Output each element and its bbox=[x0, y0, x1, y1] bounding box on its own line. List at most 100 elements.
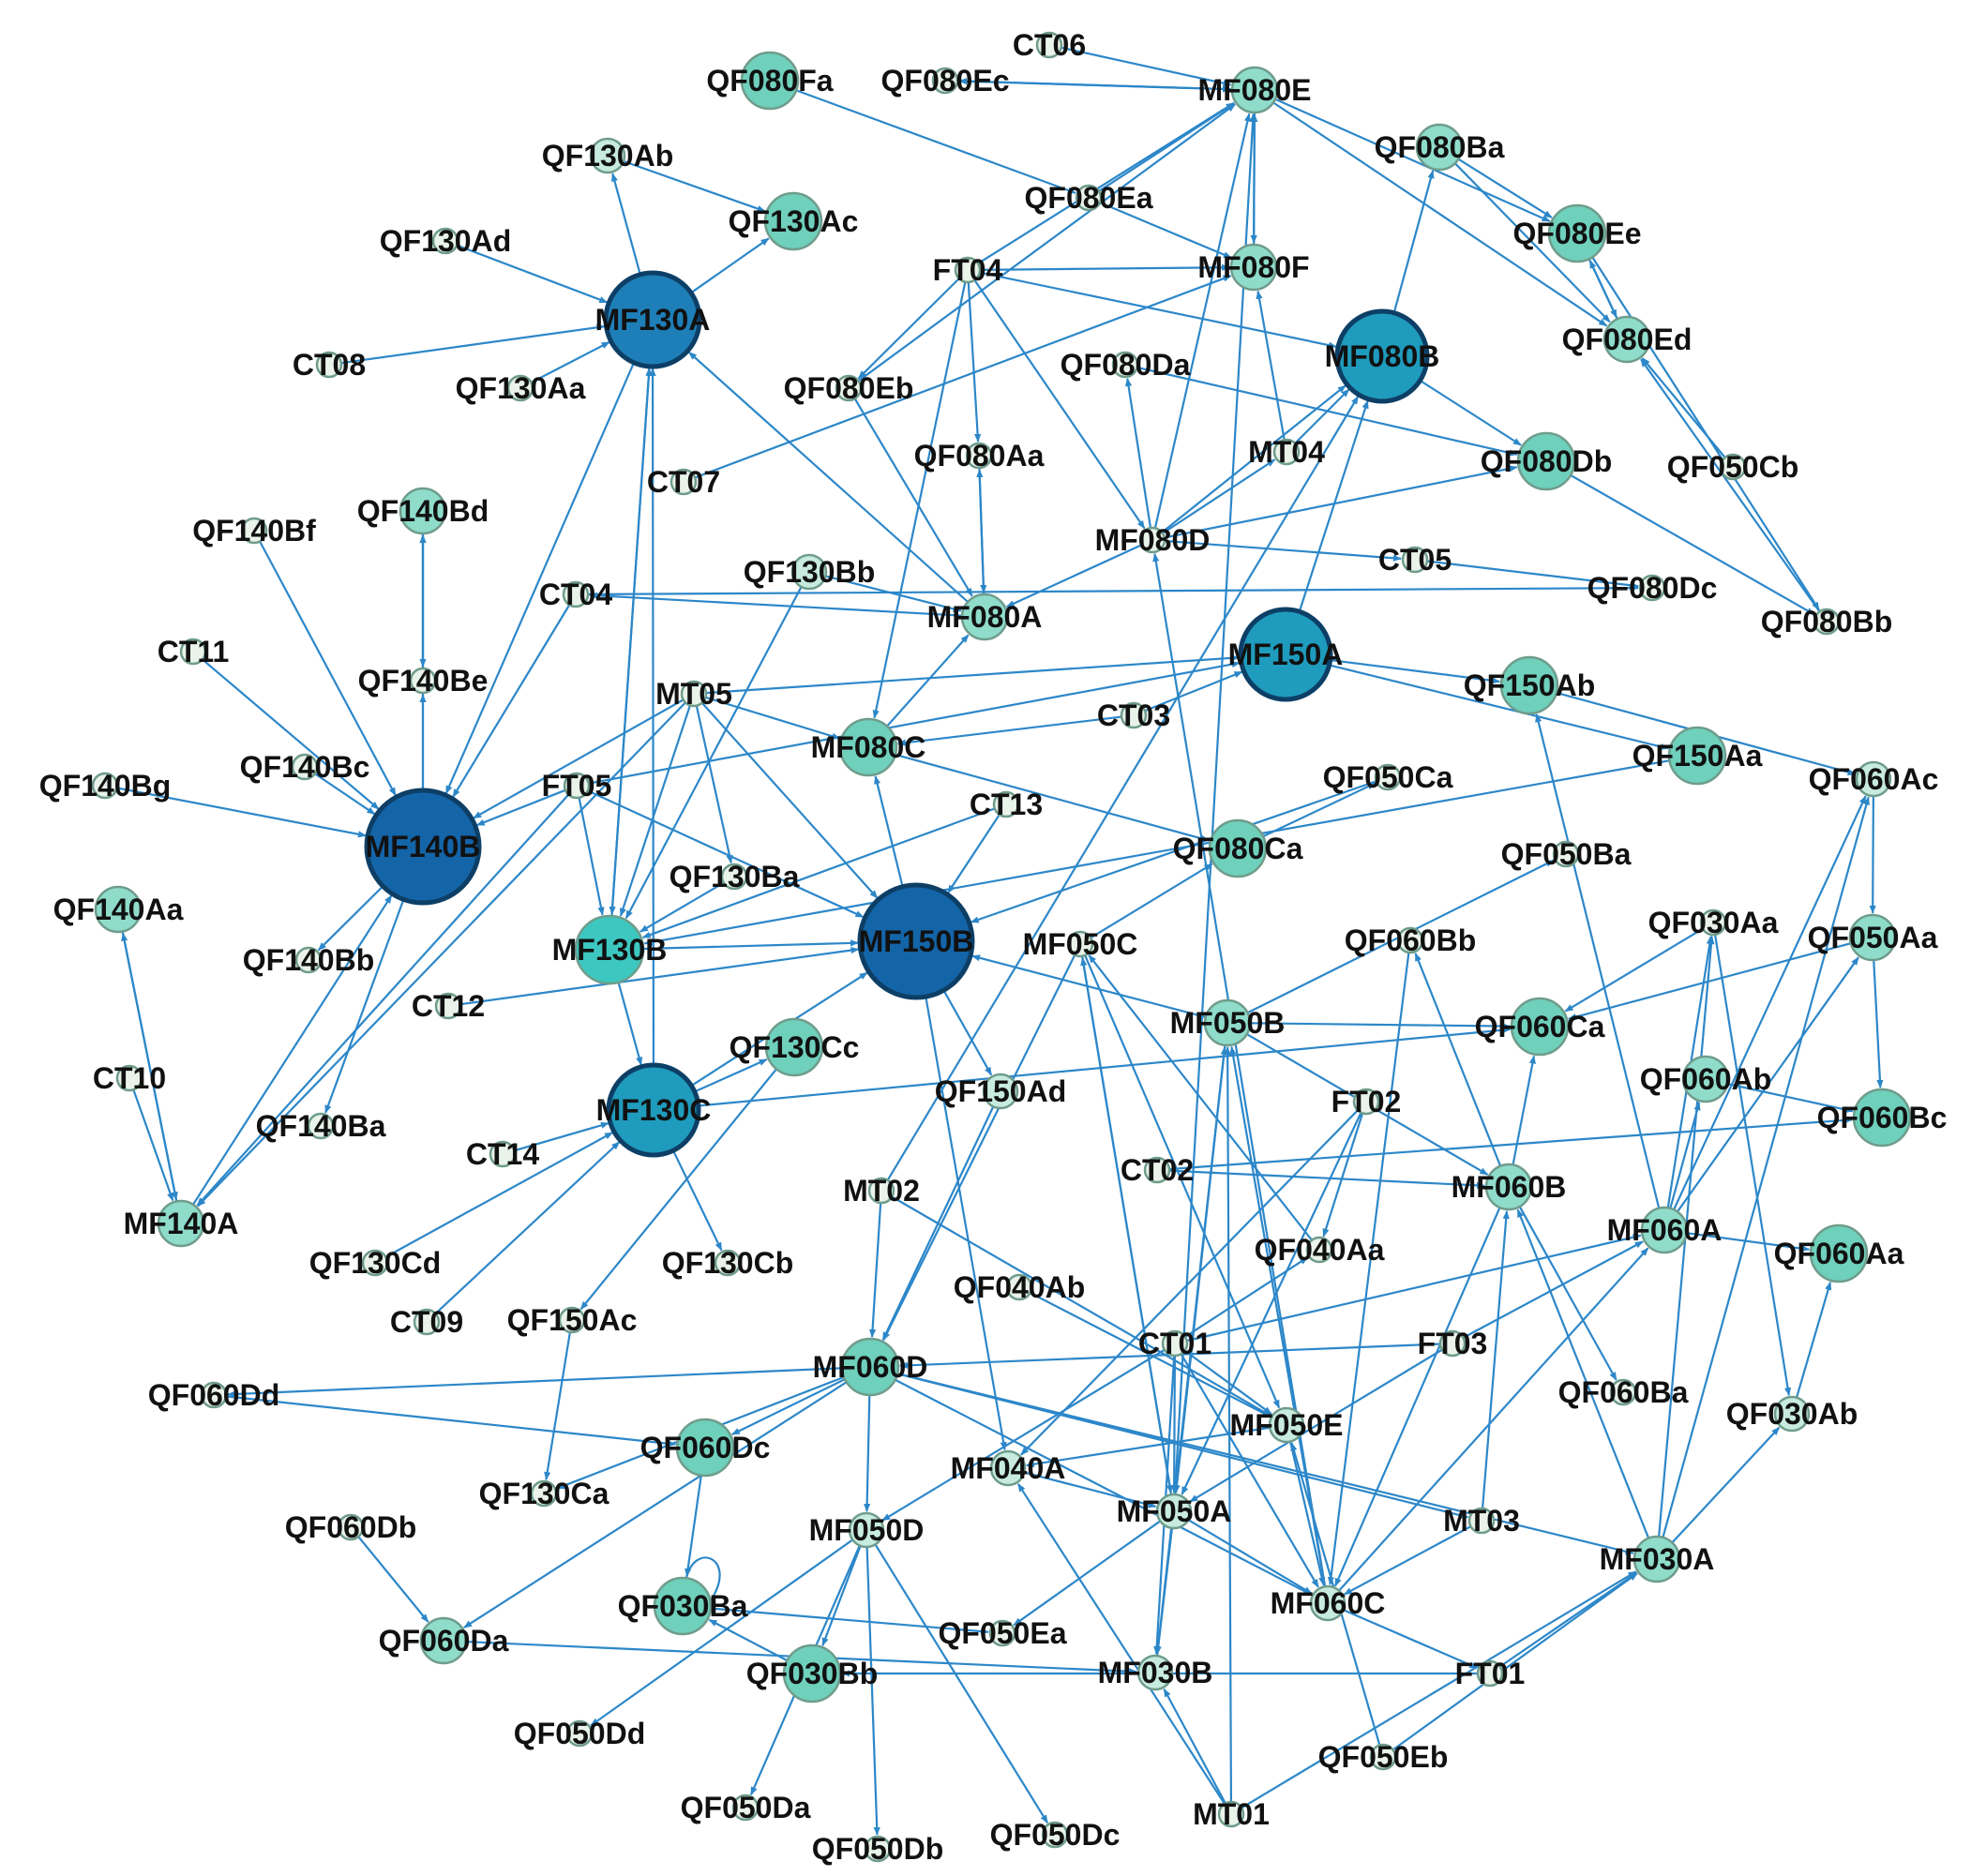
node-QF030Ab[interactable]: QF030Ab bbox=[1726, 1395, 1858, 1433]
node-QF130Ac[interactable]: QF130Ac bbox=[729, 191, 859, 251]
node-QF130Ba[interactable]: QF130Ba bbox=[670, 860, 800, 893]
node-QF050Eb[interactable]: QF050Eb bbox=[1318, 1740, 1449, 1774]
node-MT01[interactable]: MT01 bbox=[1193, 1797, 1270, 1831]
node-FT03[interactable]: FT03 bbox=[1418, 1327, 1488, 1360]
node-CT01[interactable]: CT01 bbox=[1138, 1327, 1211, 1360]
node-MF080C[interactable]: MF080C bbox=[811, 717, 926, 777]
node-QF140Bb[interactable]: QF140Bb bbox=[243, 943, 374, 977]
node-QF050Ca[interactable]: QF050Ca bbox=[1323, 760, 1453, 794]
node-QF130Cb[interactable]: QF130Cb bbox=[662, 1246, 793, 1280]
node-QF130Ab[interactable]: QF130Ab bbox=[542, 137, 673, 174]
node-FT04[interactable]: FT04 bbox=[933, 253, 1003, 287]
node-MF030B[interactable]: MF030B bbox=[1098, 1654, 1213, 1691]
node-MF080E[interactable]: MF080E bbox=[1198, 66, 1312, 114]
node-QF130Ca[interactable]: QF130Ca bbox=[479, 1477, 609, 1510]
node-QF080Da[interactable]: QF080Da bbox=[1061, 348, 1191, 382]
node-QF060Ca[interactable]: QF060Ca bbox=[1475, 997, 1605, 1057]
node-MF130C[interactable]: MF130C bbox=[596, 1062, 712, 1158]
node-QF080Ea[interactable]: QF080Ea bbox=[1025, 181, 1153, 215]
node-MF060A[interactable]: MF060A bbox=[1607, 1206, 1723, 1254]
node-QF060Ba[interactable]: QF060Ba bbox=[1558, 1375, 1689, 1409]
node-CT14[interactable]: CT14 bbox=[466, 1137, 539, 1171]
node-MF050A[interactable]: MF050A bbox=[1117, 1493, 1232, 1530]
node-MF060C[interactable]: MF060C bbox=[1271, 1584, 1386, 1622]
node-CT03[interactable]: CT03 bbox=[1097, 698, 1170, 732]
node-MF140B[interactable]: MF140B bbox=[364, 788, 482, 906]
node-QF040Aa[interactable]: QF040Aa bbox=[1255, 1233, 1385, 1267]
node-QF060Dd[interactable]: QF060Dd bbox=[148, 1378, 279, 1412]
node-MF150B[interactable]: MF150B bbox=[857, 882, 975, 1000]
node-QF140Bf[interactable]: QF140Bf bbox=[192, 514, 316, 548]
node-MF060B[interactable]: MF060B bbox=[1452, 1163, 1567, 1211]
node-FT01[interactable]: FT01 bbox=[1455, 1657, 1526, 1690]
node-MF050E[interactable]: MF050E bbox=[1230, 1406, 1344, 1444]
node-CT02[interactable]: CT02 bbox=[1121, 1153, 1194, 1187]
node-QF080Ed[interactable]: QF080Ed bbox=[1562, 315, 1693, 364]
node-FT02[interactable]: FT02 bbox=[1332, 1085, 1402, 1118]
node-QF060Ab[interactable]: QF060Ab bbox=[1640, 1055, 1771, 1103]
node-QF080Bb[interactable]: QF080Bb bbox=[1761, 605, 1892, 638]
node-QF080Ca[interactable]: QF080Ca bbox=[1173, 818, 1303, 878]
node-CT06[interactable]: CT06 bbox=[1013, 28, 1086, 62]
node-MF150A[interactable]: MF150A bbox=[1228, 607, 1344, 702]
node-QF150Aa[interactable]: QF150Aa bbox=[1632, 726, 1763, 786]
node-CT12[interactable]: CT12 bbox=[412, 989, 485, 1023]
node-QF140Aa[interactable]: QF140Aa bbox=[53, 885, 184, 934]
node-CT11[interactable]: CT11 bbox=[158, 635, 229, 668]
node-QF030Aa[interactable]: QF030Aa bbox=[1648, 906, 1779, 939]
node-QF150Ac[interactable]: QF150Ac bbox=[507, 1303, 638, 1337]
node-QF150Ad[interactable]: QF150Ad bbox=[935, 1073, 1066, 1110]
node-MF050B[interactable]: MF050B bbox=[1170, 998, 1286, 1047]
node-QF150Ab[interactable]: QF150Ab bbox=[1464, 655, 1595, 715]
node-MT04[interactable]: MT04 bbox=[1248, 435, 1325, 469]
node-QF080Db[interactable]: QF080Db bbox=[1481, 431, 1612, 491]
node-QF140Ba[interactable]: QF140Ba bbox=[256, 1109, 386, 1143]
node-CT09[interactable]: CT09 bbox=[390, 1305, 463, 1339]
node-QF050Dd[interactable]: QF050Dd bbox=[514, 1717, 645, 1750]
node-FT05[interactable]: FT05 bbox=[542, 769, 612, 803]
node-QF050Db[interactable]: QF050Db bbox=[812, 1832, 943, 1866]
node-MF080D[interactable]: MF080D bbox=[1095, 523, 1211, 557]
node-QF050Da[interactable]: QF050Da bbox=[681, 1791, 811, 1824]
node-QF060Bc[interactable]: QF060Bc bbox=[1817, 1088, 1948, 1148]
node-CT13[interactable]: CT13 bbox=[970, 788, 1043, 821]
node-MT05[interactable]: MT05 bbox=[655, 677, 732, 711]
node-QF080Ba[interactable]: QF080Ba bbox=[1375, 123, 1505, 172]
node-MF130A[interactable]: MF130A bbox=[595, 270, 711, 369]
node-QF030Ba[interactable]: QF030Ba bbox=[618, 1576, 748, 1636]
node-CT08[interactable]: CT08 bbox=[293, 348, 366, 382]
node-QF060Dc[interactable]: QF060Dc bbox=[640, 1418, 771, 1478]
node-QF060Da[interactable]: QF060Da bbox=[379, 1616, 509, 1665]
node-QF140Bd[interactable]: QF140Bd bbox=[357, 487, 489, 535]
node-MT03[interactable]: MT03 bbox=[1443, 1504, 1520, 1538]
node-QF080Eb[interactable]: QF080Eb bbox=[784, 371, 914, 405]
node-QF080Ec[interactable]: QF080Ec bbox=[881, 64, 1010, 98]
node-QF050Ba[interactable]: QF050Ba bbox=[1501, 837, 1632, 871]
node-QF030Bb[interactable]: QF030Bb bbox=[746, 1643, 878, 1703]
node-CT07[interactable]: CT07 bbox=[647, 465, 720, 499]
node-MF080B[interactable]: MF080B bbox=[1325, 308, 1440, 404]
node-QF050Dc[interactable]: QF050Dc bbox=[990, 1818, 1121, 1852]
node-QF130Cc[interactable]: QF130Cc bbox=[730, 1017, 860, 1077]
node-QF130Cd[interactable]: QF130Cd bbox=[309, 1246, 441, 1280]
node-CT04[interactable]: CT04 bbox=[539, 578, 612, 611]
node-QF130Bb[interactable]: QF130Bb bbox=[744, 553, 875, 591]
node-QF080Dc[interactable]: QF080Dc bbox=[1587, 571, 1718, 605]
node-QF040Ab[interactable]: QF040Ab bbox=[954, 1270, 1085, 1304]
node-MF080A[interactable]: MF080A bbox=[927, 593, 1043, 641]
node-CT05[interactable]: CT05 bbox=[1378, 543, 1452, 577]
node-QF050Ea[interactable]: QF050Ea bbox=[939, 1616, 1067, 1650]
node-MT02[interactable]: MT02 bbox=[843, 1174, 920, 1208]
node-QF140Bg[interactable]: QF140Bg bbox=[39, 769, 171, 803]
node-QF060Ac[interactable]: QF060Ac bbox=[1809, 760, 1939, 798]
node-QF130Aa[interactable]: QF130Aa bbox=[456, 371, 586, 405]
node-QF050Aa[interactable]: QF050Aa bbox=[1808, 913, 1938, 962]
node-QF140Be[interactable]: QF140Be bbox=[358, 664, 489, 698]
node-MF030A[interactable]: MF030A bbox=[1600, 1535, 1715, 1583]
node-QF140Bc[interactable]: QF140Bc bbox=[240, 750, 370, 784]
node-QF050Cb[interactable]: QF050Cb bbox=[1667, 450, 1798, 484]
node-MF130B[interactable]: MF130B bbox=[552, 914, 668, 985]
node-MF040A[interactable]: MF040A bbox=[951, 1449, 1066, 1487]
node-CT10[interactable]: CT10 bbox=[93, 1061, 166, 1095]
node-MF060D[interactable]: MF060D bbox=[813, 1337, 928, 1397]
